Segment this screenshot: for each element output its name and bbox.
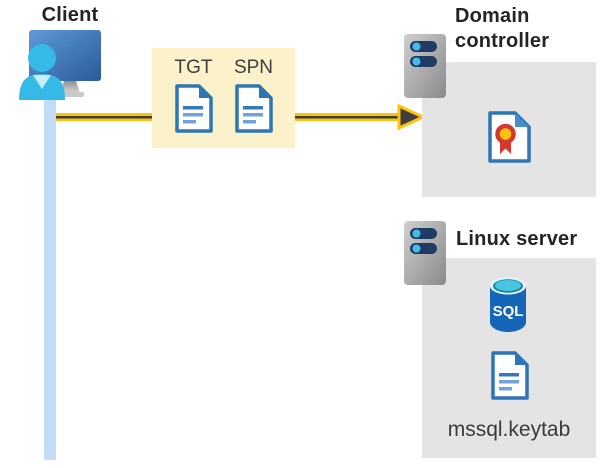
tgt-ticket: TGT	[174, 56, 214, 134]
tgt-document-icon	[174, 84, 213, 133]
ticket-box: TGT SPN	[152, 48, 295, 148]
linux-server-icon	[404, 221, 446, 285]
spn-document-icon	[234, 84, 273, 133]
keytab-filename-label: mssql.keytab	[447, 418, 571, 441]
tgt-label: TGT	[174, 57, 213, 78]
person-icon	[19, 44, 65, 100]
sql-database-icon: SQL	[490, 277, 526, 332]
sql-icon-label: SQL	[493, 303, 524, 320]
keytab-document-icon	[491, 351, 529, 400]
spn-ticket: SPN	[234, 56, 274, 134]
domain-controller-label: Domain controller	[455, 5, 550, 52]
certificate-icon	[488, 111, 531, 163]
client-icon	[19, 30, 101, 100]
linux-server-label: Linux server	[456, 228, 578, 250]
spn-label: SPN	[233, 57, 274, 78]
client-label: Client	[41, 4, 99, 26]
domain-controller-server-icon	[404, 34, 446, 98]
client-connection-line	[44, 93, 56, 460]
